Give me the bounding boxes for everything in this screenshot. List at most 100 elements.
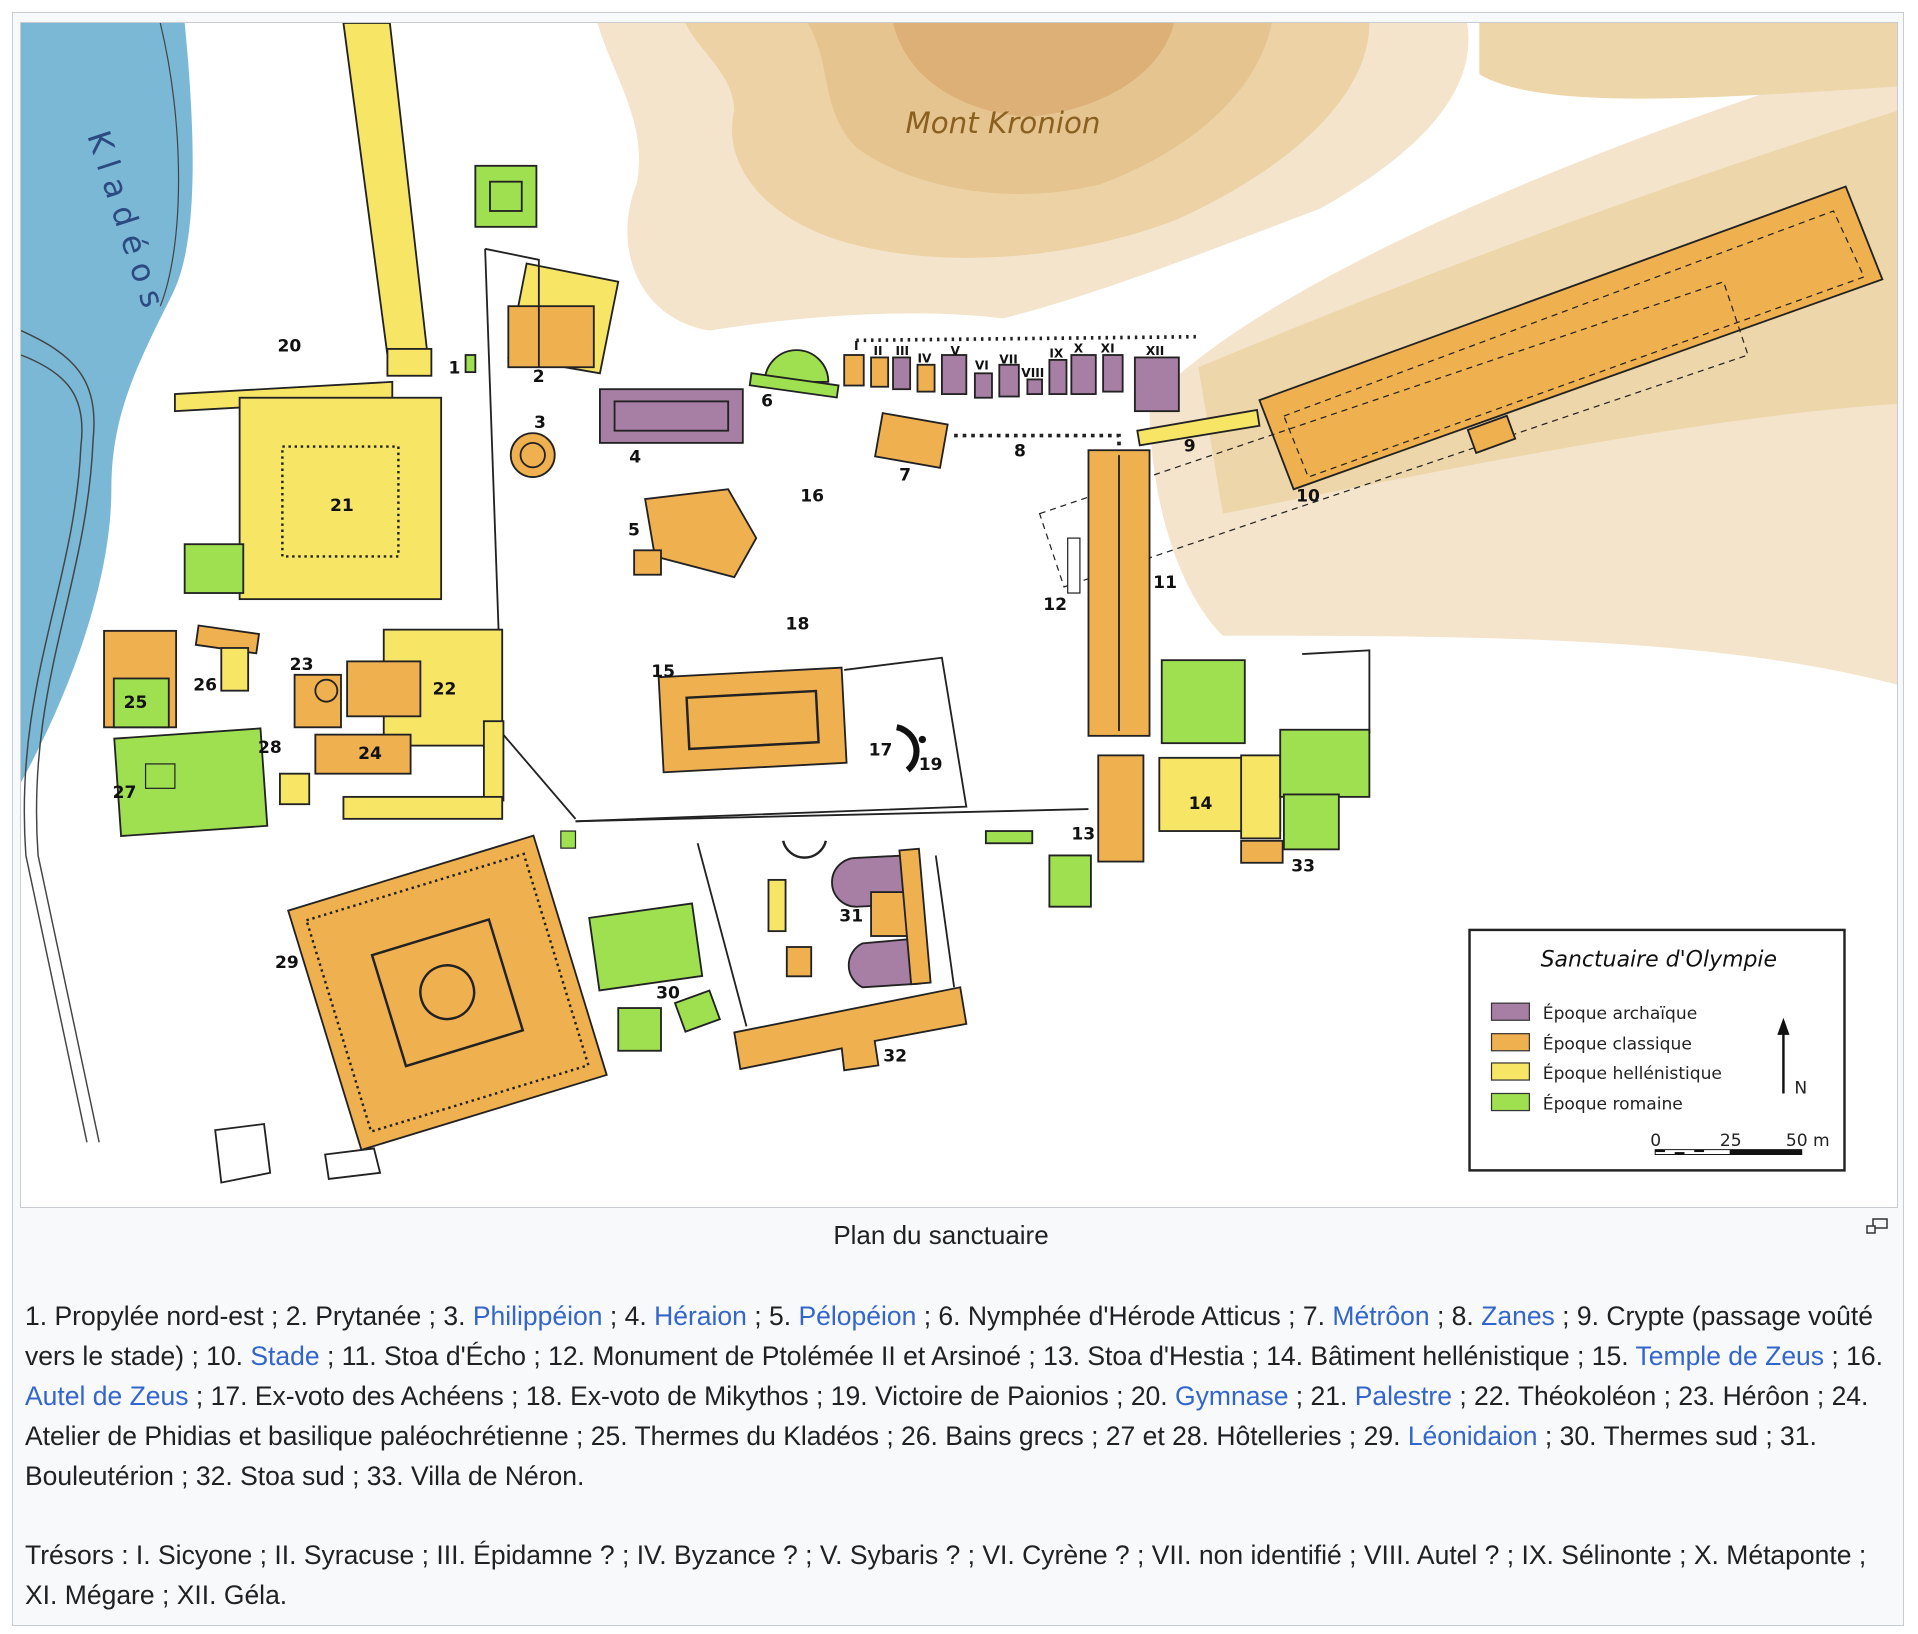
caption-item-number: ; 14. bbox=[1244, 1341, 1311, 1371]
heraion-cella bbox=[613, 400, 730, 432]
gymnase[interactable] bbox=[342, 23, 430, 375]
caption-item-text: Stoa d'Hestia bbox=[1087, 1341, 1245, 1371]
stoa-sud[interactable] bbox=[733, 986, 968, 1072]
map-label: 15 bbox=[651, 662, 675, 682]
heroon-round bbox=[314, 678, 339, 703]
north-label: N bbox=[1794, 1078, 1807, 1098]
roman-complex-east bbox=[1160, 659, 1246, 745]
caption-item-number: ; 31. bbox=[1757, 1421, 1817, 1451]
map-label: 8 bbox=[1014, 441, 1026, 461]
legend-label: Époque hellénistique bbox=[1543, 1062, 1722, 1084]
philippeion[interactable] bbox=[509, 432, 556, 478]
caption-link[interactable]: Temple de Zeus bbox=[1635, 1341, 1825, 1371]
treasury-xi[interactable] bbox=[1102, 354, 1124, 393]
treasury-i[interactable] bbox=[843, 354, 865, 387]
caption-link[interactable]: Métrôon bbox=[1332, 1301, 1430, 1331]
treasury-label: XI bbox=[1101, 342, 1115, 356]
hotelleries[interactable] bbox=[113, 727, 269, 838]
caption-legend: 1. Propylée nord-est ; 2. Prytanée ; 3. … bbox=[25, 1296, 1895, 1496]
caption-item-text: Ex-voto de Mikythos bbox=[570, 1381, 809, 1411]
victoire-paionios[interactable] bbox=[918, 735, 927, 744]
map-label: 6 bbox=[761, 391, 773, 411]
caption-item-number: ; 25. bbox=[568, 1421, 635, 1451]
treasury-ii[interactable] bbox=[870, 356, 890, 388]
legend-swatch-hellenistique bbox=[1490, 1062, 1530, 1081]
bouleuterion-south[interactable] bbox=[847, 937, 921, 989]
villa-neron[interactable] bbox=[1279, 728, 1371, 798]
roman-building-inner bbox=[489, 180, 523, 212]
small-classic bbox=[785, 946, 813, 978]
map-legend: Sanctuaire d'Olympie Époque archaïque Ép… bbox=[1468, 928, 1846, 1172]
caption-link[interactable]: Léonidaion bbox=[1407, 1421, 1538, 1451]
treasury-v[interactable] bbox=[940, 354, 968, 395]
caption-item-text: Bains grecs bbox=[945, 1421, 1084, 1451]
treasury-xii[interactable] bbox=[1133, 356, 1180, 413]
treasury-label: I bbox=[854, 339, 859, 353]
metroon[interactable] bbox=[874, 412, 949, 469]
caption-link[interactable]: Autel de Zeus bbox=[25, 1381, 189, 1411]
zanes[interactable] bbox=[954, 433, 1121, 451]
leonidaion-outer bbox=[287, 834, 608, 1152]
small-hellenistic bbox=[767, 878, 787, 933]
sanctuary-map[interactable]: Mont Kronion Kladéos I bbox=[20, 22, 1898, 1208]
caption-link[interactable]: Philippéion bbox=[472, 1301, 603, 1331]
caption-item-text: Thermes du Kladéos bbox=[634, 1421, 879, 1451]
nymphee[interactable] bbox=[763, 349, 830, 383]
enlarge-icon[interactable] bbox=[1866, 1218, 1888, 1234]
caption-item-number: ; 12. bbox=[526, 1341, 593, 1371]
map-label: 17 bbox=[869, 740, 893, 760]
treasury-label: IV bbox=[917, 351, 932, 365]
treasury-x[interactable] bbox=[1070, 354, 1097, 395]
thermes-sud[interactable] bbox=[588, 902, 704, 992]
stoa-hestia[interactable] bbox=[1097, 754, 1145, 863]
caption-item-number: ; 26. bbox=[878, 1421, 946, 1451]
caption-link[interactable]: Palestre bbox=[1354, 1381, 1452, 1411]
thermes-sud-annex-2 bbox=[673, 989, 722, 1033]
caption-item-number: ; 32. bbox=[173, 1461, 241, 1491]
map-label: 31 bbox=[839, 906, 863, 926]
temple-de-zeus[interactable] bbox=[657, 666, 848, 774]
road-line bbox=[21, 354, 88, 1143]
crypte[interactable] bbox=[1136, 408, 1261, 447]
caption-item-number: ; 27 et 28. bbox=[1083, 1421, 1217, 1451]
caption-item-text: Villa de Néron bbox=[411, 1461, 577, 1491]
caption-item-text: Stoa sud bbox=[240, 1461, 345, 1491]
caption-link[interactable]: Gymnase bbox=[1175, 1381, 1289, 1411]
roman-marker bbox=[560, 830, 577, 849]
map-label: 13 bbox=[1071, 825, 1095, 845]
treasury-vii[interactable] bbox=[998, 363, 1020, 398]
theokoleon-wing bbox=[482, 720, 505, 802]
monument-ptolemee[interactable] bbox=[1067, 537, 1081, 594]
legend-label: Époque archaïque bbox=[1543, 1002, 1697, 1024]
propylee[interactable] bbox=[464, 354, 477, 374]
caption-link[interactable]: Stade bbox=[250, 1341, 320, 1371]
map-label: 7 bbox=[899, 466, 911, 486]
caption-item-number: ; 15. bbox=[1569, 1341, 1636, 1371]
legend-swatch-archaique bbox=[1490, 1002, 1530, 1021]
caption-link[interactable]: Zanes bbox=[1481, 1301, 1555, 1331]
caption-item-number: ; 10. bbox=[184, 1341, 251, 1371]
kladeos-river bbox=[21, 23, 193, 783]
pelopeion[interactable] bbox=[644, 488, 758, 579]
caption-item-text: Prytanée bbox=[315, 1301, 422, 1331]
treasuries bbox=[843, 354, 1180, 413]
treasury-vi[interactable] bbox=[973, 372, 993, 399]
exedra bbox=[781, 840, 828, 859]
treasury-iv[interactable] bbox=[916, 363, 936, 393]
treasury-ix[interactable] bbox=[1048, 358, 1068, 395]
map-label: 29 bbox=[275, 953, 299, 973]
heraion[interactable] bbox=[599, 388, 744, 444]
leonidaion[interactable] bbox=[287, 834, 608, 1152]
map-label: 5 bbox=[628, 521, 640, 541]
caption-link[interactable]: Héraion bbox=[654, 1301, 747, 1331]
caption-item-number: 1. bbox=[25, 1301, 55, 1331]
treasury-viii[interactable] bbox=[1026, 378, 1043, 395]
map-label: 4 bbox=[629, 447, 641, 467]
treasury-iii[interactable] bbox=[892, 356, 912, 391]
atelier-phidias[interactable] bbox=[314, 733, 412, 775]
stade[interactable] bbox=[1258, 185, 1884, 491]
legend-title: Sanctuaire d'Olympie bbox=[1541, 948, 1777, 973]
caption-link[interactable]: Pélopéion bbox=[798, 1301, 917, 1331]
ex-voto-acheens[interactable] bbox=[895, 724, 920, 773]
caption-item-text: Atelier de Phidias et basilique paléochr… bbox=[25, 1421, 569, 1451]
